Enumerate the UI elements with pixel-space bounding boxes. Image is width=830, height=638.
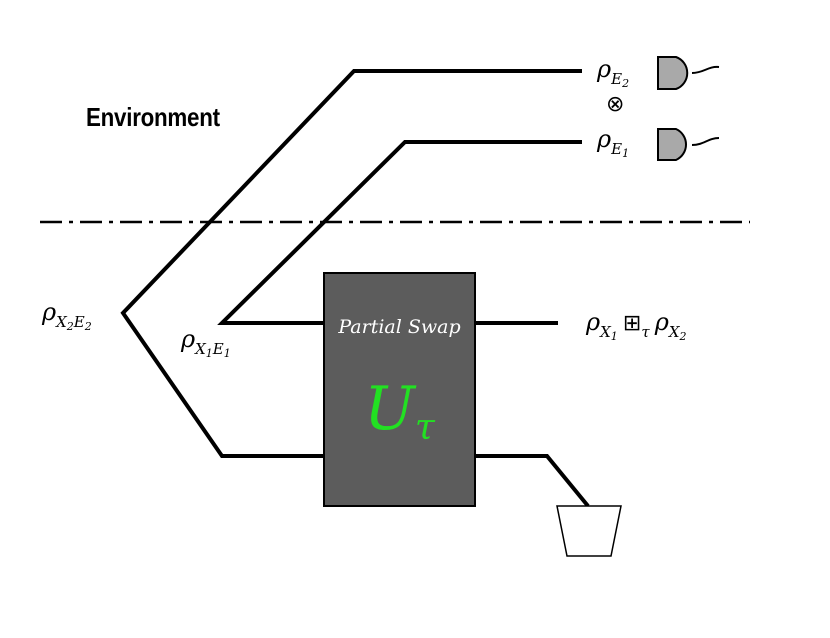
label-rho-x1e1: ρX1E1	[181, 325, 231, 360]
trash-bin-icon	[556, 505, 622, 557]
label-output-state: ρX1 ⊞τ ρX2	[586, 308, 687, 343]
wire-discard	[475, 454, 590, 508]
detector-icon	[657, 56, 720, 90]
tensor-product-symbol: ⊗	[606, 92, 625, 117]
wire-x2-e2	[120, 69, 582, 458]
partial-swap-gate	[323, 272, 476, 507]
label-rho-e2: ρE2	[597, 55, 630, 90]
environment-label: Environment	[86, 102, 220, 132]
detector-icon	[657, 128, 720, 161]
gate-symbol: Uτ	[364, 374, 435, 448]
label-rho-e1: ρE1	[597, 125, 630, 160]
wire-x1-e1	[217, 140, 582, 325]
label-rho-x2e2: ρX2E2	[42, 298, 92, 333]
gate-title: Partial Swap	[338, 316, 461, 338]
